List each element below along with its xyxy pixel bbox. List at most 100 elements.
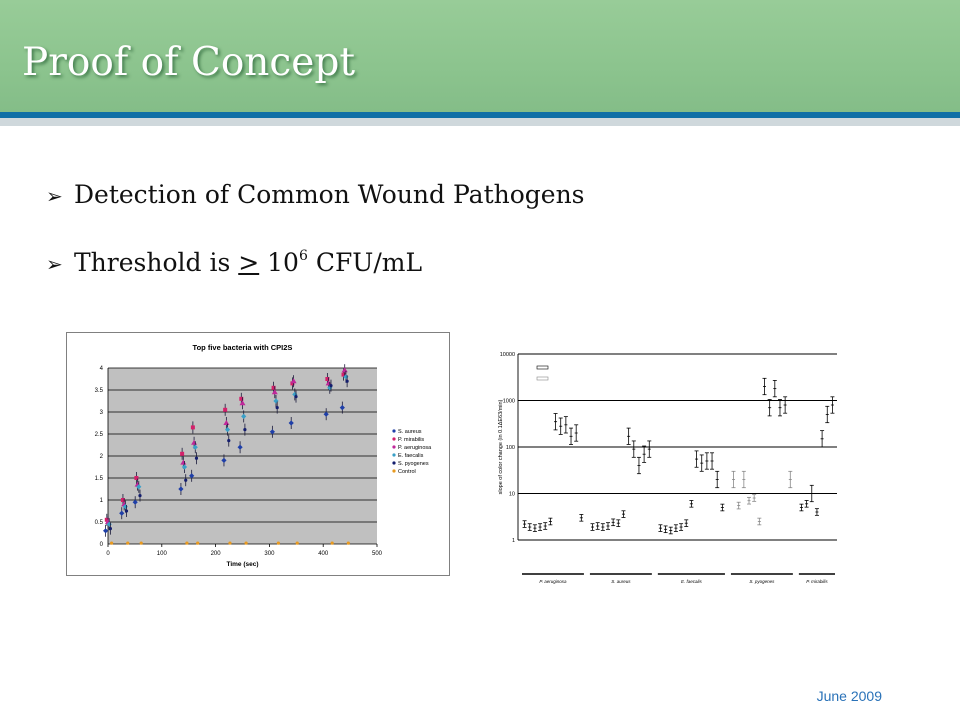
data-point: [325, 377, 330, 381]
y-tick-label: 2: [100, 454, 104, 460]
y-tick-label: 1: [100, 498, 104, 504]
data-point: [196, 541, 200, 545]
data-point: [126, 541, 130, 545]
data-point: [104, 517, 109, 522]
data-point: [134, 476, 139, 480]
data-point: [190, 425, 195, 430]
data-point: [329, 384, 333, 388]
y-tick-label: 3.5: [95, 388, 104, 394]
y-axis-title: slope of color change (in 0.1ΔE63/min): [498, 399, 504, 494]
threshold-label: Threshold is: [74, 248, 239, 277]
data-point: [271, 385, 276, 390]
legend-marker: [392, 429, 396, 433]
data-point: [276, 541, 280, 545]
footer-date: June 2009: [816, 688, 882, 704]
data-point: [227, 439, 231, 443]
y-tick-label: 1: [512, 538, 515, 544]
chart-slope-log: 1 10 100 1000 10000 slope of color change (in…: [492, 342, 837, 596]
data-point: [239, 396, 244, 401]
y-tick-label: 2.5: [95, 432, 104, 438]
legend-marker: [392, 461, 396, 465]
legend-marker: [392, 437, 396, 441]
data-point: [323, 411, 329, 417]
bullet-threshold: ➢Threshold is > 106 CFU/mL: [46, 248, 422, 277]
data-point: [180, 451, 185, 456]
data-point: [181, 464, 188, 470]
legend-box: [536, 365, 549, 370]
x-tick-label: 100: [157, 551, 168, 557]
data-point: [132, 499, 138, 505]
data-point: [330, 541, 334, 545]
group-label: S. pyogenes: [749, 579, 775, 584]
data-point: [103, 528, 109, 534]
data-point: [295, 541, 299, 545]
group-label: S. aureus: [611, 579, 631, 584]
threshold-base: 10: [259, 248, 299, 277]
header-banner: [0, 0, 960, 112]
data-point: [189, 473, 195, 479]
y-tick-label: 4: [100, 366, 104, 372]
legend-label: P. mirabilis: [398, 437, 424, 443]
x-axis-title: Time (sec): [226, 561, 258, 568]
legend-marker: [392, 469, 396, 473]
scatter-chart-svg: 0 0.5 1 1.5 2 2.5 3 3.5 4 0 100 200 300 400 500 Top fiv…: [66, 332, 450, 576]
x-tick-label: 200: [211, 551, 222, 557]
data-point: [290, 378, 297, 384]
data-point: [184, 478, 188, 482]
y-tick-label: 0.5: [95, 520, 104, 526]
log-chart-svg: 1 10 100 1000 10000 slope of color change (in…: [498, 352, 837, 584]
x-tick-label: 400: [318, 551, 329, 557]
data-point: [178, 486, 184, 492]
arrow-bullet-icon: ➢: [46, 184, 63, 208]
data-point: [244, 541, 248, 545]
y-tick-label: 1000: [503, 399, 515, 405]
data-point: [288, 420, 294, 426]
x-tick-label: 500: [372, 551, 383, 557]
chart-top-five-bacteria: 0 0.5 1 1.5 2 2.5 3 3.5 4 0 100 200 300 400 500 Top fiv…: [66, 332, 450, 580]
data-point: [108, 527, 112, 531]
x-tick-label: 0: [106, 551, 110, 557]
y-tick-label: 3: [100, 410, 104, 416]
data-point: [290, 381, 295, 386]
legend-label: Control: [398, 469, 416, 475]
legend-label: P. aeruginosa: [398, 445, 432, 451]
legend-label: E. faecalis: [398, 453, 424, 459]
data-point: [228, 541, 232, 545]
header-accent-line: [0, 112, 960, 118]
header-gray-line: [0, 118, 960, 126]
y-tick-label: 0: [100, 542, 104, 548]
legend-marker: [392, 445, 396, 449]
arrow-bullet-icon: ➢: [46, 252, 63, 276]
y-tick-label: 10000: [500, 352, 515, 358]
group-label: P. mirabilis: [806, 579, 828, 584]
data-point: [223, 407, 228, 412]
data-point: [294, 395, 298, 399]
slide-title: Proof of Concept: [22, 40, 355, 85]
group-label: P. aeruginosa: [539, 579, 567, 584]
data-point: [139, 541, 143, 545]
threshold-ge-symbol: >: [238, 248, 260, 277]
legend-box: [536, 376, 549, 381]
x-tick-label: 300: [264, 551, 275, 557]
data-point: [120, 498, 125, 502]
data-point: [327, 385, 333, 391]
legend-label: S. aureus: [398, 429, 422, 435]
data-point: [269, 429, 275, 435]
data-point: [271, 389, 278, 395]
chart-title: Top five bacteria with CPI2S: [193, 343, 293, 352]
data-point: [194, 456, 199, 460]
legend-marker: [392, 453, 396, 457]
data-point: [110, 541, 114, 545]
y-tick-label: 1.5: [95, 476, 104, 482]
bullet-detection-text: Detection of Common Wound Pathogens: [74, 180, 585, 209]
data-point: [273, 398, 279, 404]
data-point: [185, 541, 189, 545]
data-point: [138, 494, 142, 498]
data-point: [345, 379, 349, 383]
data-point: [341, 372, 346, 377]
legend-label: S. pyogenes: [398, 461, 429, 467]
y-tick-label: 10: [509, 492, 515, 498]
data-point: [239, 400, 246, 406]
y-tick-label: 100: [506, 445, 515, 451]
data-point: [124, 509, 129, 513]
